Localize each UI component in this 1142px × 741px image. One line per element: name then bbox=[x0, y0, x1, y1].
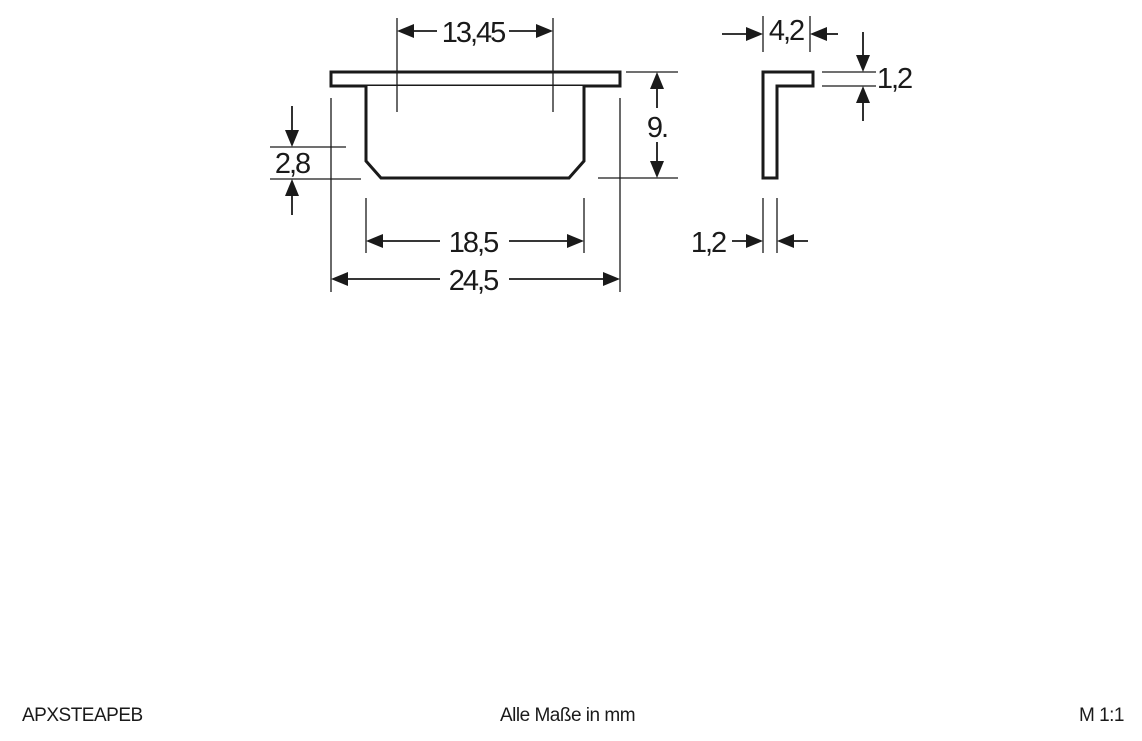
dim-side-flange-width: 4,2 bbox=[722, 15, 838, 52]
dim-inner-mount-label: 13,45 bbox=[442, 17, 505, 49]
part-number: APXSTEAPEB bbox=[22, 705, 143, 726]
arrow-head bbox=[650, 72, 664, 89]
arrow-head bbox=[603, 272, 620, 286]
arrow-head bbox=[397, 24, 414, 38]
arrow-head bbox=[856, 86, 870, 103]
arrow-head bbox=[777, 234, 794, 248]
dim-overall-width: 24,5 bbox=[330, 98, 621, 297]
arrow-head bbox=[810, 27, 827, 41]
side-profile bbox=[761, 70, 815, 180]
side-view bbox=[761, 70, 815, 180]
dim-side-flange-width-label: 4,2 bbox=[769, 15, 804, 47]
front-flange bbox=[329, 70, 622, 88]
arrow-head bbox=[366, 234, 383, 248]
arrow-head bbox=[536, 24, 553, 38]
dim-height-label: 9. bbox=[647, 112, 667, 144]
arrow-head bbox=[650, 161, 664, 178]
dim-bottom-label: 18,5 bbox=[449, 227, 498, 259]
arrow-head bbox=[285, 179, 299, 196]
dim-bottom-width: 18,5 bbox=[365, 198, 585, 259]
arrow-head bbox=[746, 234, 763, 248]
arrow-head bbox=[746, 27, 763, 41]
front-body bbox=[364, 86, 586, 180]
dim-height: 9. bbox=[598, 71, 678, 179]
dim-overall-label: 24,5 bbox=[449, 265, 498, 297]
arrow-head bbox=[856, 55, 870, 72]
arrow-head bbox=[567, 234, 584, 248]
dim-flange-thickness-label: 1,2 bbox=[877, 63, 912, 95]
dim-side-flange-thickness: 1,2 bbox=[822, 32, 914, 121]
scale-label: M 1:1 bbox=[1078, 705, 1125, 726]
dim-chamfer-label: 2,8 bbox=[275, 148, 310, 180]
front-view bbox=[329, 18, 622, 180]
dim-inner-mount-width: 13,45 bbox=[397, 17, 553, 49]
dim-chamfer-height: 2,8 bbox=[270, 106, 361, 215]
arrow-head bbox=[285, 130, 299, 147]
dim-side-wall-thickness: 1,2 bbox=[691, 198, 808, 259]
units-note: Alle Maße in mm bbox=[500, 705, 636, 726]
dim-wall-thickness-label: 1,2 bbox=[691, 227, 726, 259]
arrow-head bbox=[331, 272, 348, 286]
